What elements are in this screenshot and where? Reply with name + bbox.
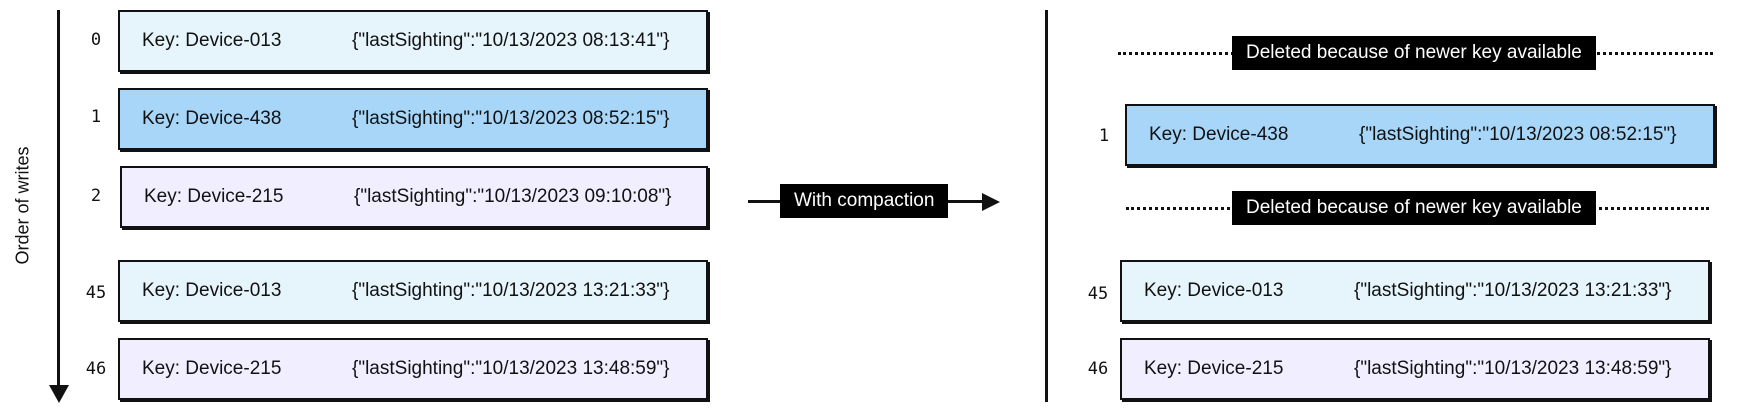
record-value: {"lastSighting":"10/13/2023 13:48:59"} xyxy=(1354,358,1672,379)
log-record: Key: Device-215 {"lastSighting":"10/13/2… xyxy=(1120,338,1710,400)
record-key: Key: Device-215 xyxy=(142,358,282,379)
record-value: {"lastSighting":"10/13/2023 08:52:15"} xyxy=(1359,124,1677,145)
order-of-writes-label: Order of writes xyxy=(12,145,33,265)
log-record: Key: Device-438 {"lastSighting":"10/13/2… xyxy=(118,88,708,150)
record-key: Key: Device-013 xyxy=(1144,280,1284,301)
record-index: 1 xyxy=(90,107,102,127)
record-key: Key: Device-438 xyxy=(1149,124,1289,145)
with-compaction-label: With compaction xyxy=(780,184,949,218)
record-key: Key: Device-013 xyxy=(142,30,282,51)
log-record: Key: Device-215 {"lastSighting":"10/13/2… xyxy=(118,338,708,400)
record-value: {"lastSighting":"10/13/2023 13:21:33"} xyxy=(352,280,670,301)
record-index: 2 xyxy=(90,186,102,206)
record-value: {"lastSighting":"10/13/2023 09:10:08"} xyxy=(354,186,672,207)
record-value: {"lastSighting":"10/13/2023 13:21:33"} xyxy=(1354,280,1672,301)
log-record: Key: Device-013 {"lastSighting":"10/13/2… xyxy=(118,260,708,322)
record-index: 46 xyxy=(1087,359,1109,379)
axis-arrowhead-icon xyxy=(48,385,69,403)
log-record: Key: Device-438 {"lastSighting":"10/13/2… xyxy=(1125,104,1715,166)
log-record: Key: Device-215 {"lastSighting":"10/13/2… xyxy=(120,166,708,228)
deleted-note: Deleted because of newer key available xyxy=(1232,36,1596,70)
record-index: 1 xyxy=(1098,126,1110,146)
record-key: Key: Device-215 xyxy=(144,186,284,207)
record-value: {"lastSighting":"10/13/2023 08:13:41"} xyxy=(352,30,670,51)
record-index: 45 xyxy=(1087,284,1109,304)
record-key: Key: Device-215 xyxy=(1144,358,1284,379)
compacted-log-divider xyxy=(1045,10,1048,402)
record-value: {"lastSighting":"10/13/2023 13:48:59"} xyxy=(352,358,670,379)
deleted-note: Deleted because of newer key available xyxy=(1232,191,1596,225)
record-key: Key: Device-438 xyxy=(142,108,282,129)
record-value: {"lastSighting":"10/13/2023 08:52:15"} xyxy=(352,108,670,129)
compaction-arrowhead-icon xyxy=(982,192,1000,211)
log-record: Key: Device-013 {"lastSighting":"10/13/2… xyxy=(1120,260,1710,322)
order-of-writes-axis xyxy=(57,10,60,388)
record-index: 46 xyxy=(85,359,107,379)
record-key: Key: Device-013 xyxy=(142,280,282,301)
log-record: Key: Device-013 {"lastSighting":"10/13/2… xyxy=(118,10,708,72)
record-index: 0 xyxy=(90,30,102,50)
record-index: 45 xyxy=(85,283,107,303)
